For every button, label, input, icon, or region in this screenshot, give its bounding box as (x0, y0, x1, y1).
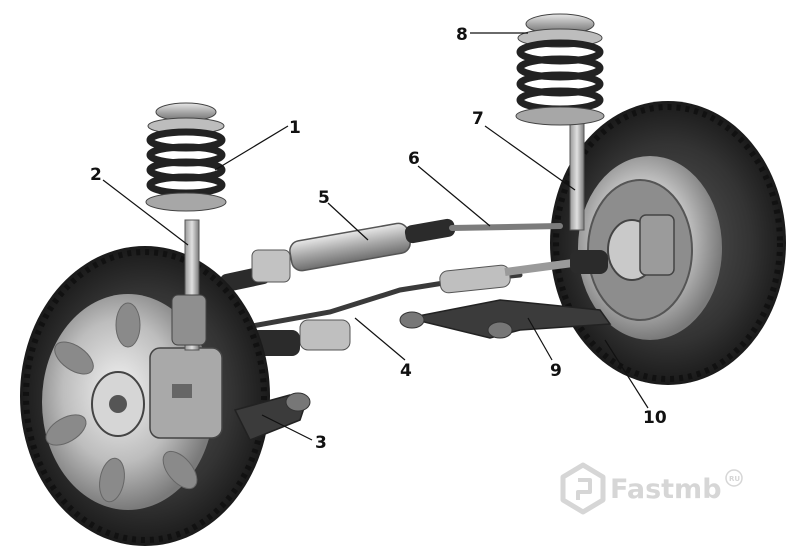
left-wheel (20, 246, 270, 546)
watermark-brand: Fastmb (610, 474, 722, 505)
left-rim-spokes (45, 302, 198, 503)
right-caliper (639, 214, 675, 276)
right-lower-control-arm (407, 299, 612, 339)
right-spring-seat-bottom (515, 106, 605, 126)
watermark-logo-icon (560, 462, 606, 515)
watermark-suffix: RU (729, 475, 740, 483)
right-arm-bushing-front (399, 311, 425, 329)
right-tire-tread (553, 104, 783, 382)
callout-9: 9 (550, 361, 562, 381)
right-coil-spring (516, 39, 604, 113)
leader-4 (354, 317, 406, 361)
left-spring-seat-bottom (145, 192, 227, 212)
right-wheel (550, 101, 786, 385)
callout-6: 6 (408, 149, 420, 169)
leader-9 (527, 317, 553, 361)
left-arm-bushing (285, 392, 311, 412)
left-caliper-detail (172, 384, 192, 398)
leader-5 (327, 202, 369, 241)
right-drive-shaft (439, 250, 608, 294)
callout-5: 5 (318, 188, 330, 208)
leader-3 (261, 414, 313, 441)
callout-3: 3 (315, 433, 327, 453)
steering-rack-boot-right (404, 218, 456, 244)
left-coil-spring (146, 128, 226, 197)
callout-4: 4 (400, 361, 412, 381)
callout-1: 1 (289, 118, 301, 138)
left-strut-knuckle (171, 294, 207, 346)
callout-numbers: 1 2 3 4 5 6 7 8 9 10 (90, 25, 667, 453)
leader-6 (417, 165, 491, 227)
watermark: Fastmb RU (560, 462, 743, 515)
right-arm-bushing-rear (487, 321, 513, 339)
leader-2 (102, 179, 189, 246)
steering-pinion (251, 249, 291, 283)
callout-10: 10 (643, 408, 667, 428)
right-tie-rod (449, 223, 563, 231)
callout-7: 7 (472, 109, 484, 129)
right-strut-assembly (515, 13, 605, 231)
callout-2: 2 (90, 165, 102, 185)
leader-7 (484, 125, 576, 191)
left-strut-assembly (145, 102, 227, 351)
right-strut-rod (569, 109, 585, 231)
callout-8: 8 (456, 25, 468, 45)
left-tire-tread (23, 249, 267, 543)
steering-rack (219, 218, 456, 292)
leader-lines (102, 32, 649, 441)
steering-rack-housing (289, 222, 411, 272)
left-hub-center (109, 395, 127, 413)
leader-1 (214, 125, 289, 171)
leader-10 (604, 339, 649, 409)
watermark-registered-mark (725, 469, 743, 487)
